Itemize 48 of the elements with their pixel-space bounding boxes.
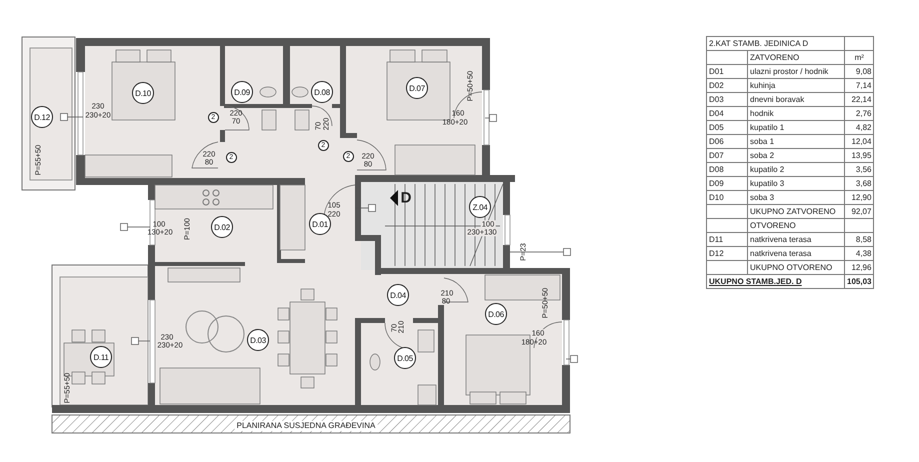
table-cell: 3,68 [844, 176, 874, 190]
table-cell: kuhinja [748, 78, 844, 92]
table-cell: natkrivena terasa [748, 232, 844, 246]
table-cell: natkrivena terasa [748, 246, 844, 260]
table-cell: 4,38 [844, 246, 874, 260]
table-cell: dnevni boravak [748, 92, 844, 106]
neighbour-building-label: PLANIRANA SUSJEDNA GRAĐEVINA [234, 421, 378, 431]
table-cell: hodnik [748, 106, 844, 120]
table-cell: m² [844, 50, 874, 64]
table-cell: D08 [706, 162, 748, 176]
stair-direction-mark: D [400, 190, 412, 206]
table-cell: soba 3 [748, 190, 844, 204]
table-cell: 2.KAT STAMB. JEDINICA D [706, 36, 844, 50]
table-cell: kupatilo 2 [748, 162, 844, 176]
table-cell: soba 2 [748, 148, 844, 162]
table-cell: D05 [706, 120, 748, 134]
table-cell: 8,58 [844, 232, 874, 246]
table-cell: 12,04 [844, 134, 874, 148]
table-cell: OTVORENO [748, 218, 844, 232]
table-cell: D02 [706, 78, 748, 92]
table-cell: D09 [706, 176, 748, 190]
table-cell: D10 [706, 190, 748, 204]
table-cell: D04 [706, 106, 748, 120]
table-cell: 12,90 [844, 190, 874, 204]
table-cell: UKUPNO OTVORENO [748, 260, 844, 274]
table-cell: ZATVORENO [748, 50, 844, 64]
table-cell: UKUPNO ZATVORENO [748, 204, 844, 218]
table-cell: soba 1 [748, 134, 844, 148]
table-cell: kupatilo 3 [748, 176, 844, 190]
table-cell: 4,82 [844, 120, 874, 134]
table-cell: D03 [706, 92, 748, 106]
table-cell: 9,08 [844, 64, 874, 78]
table-cell: 3,56 [844, 162, 874, 176]
table-cell: kupatilo 1 [748, 120, 844, 134]
table-cell: 92,07 [844, 204, 874, 218]
table-cell: 7,14 [844, 78, 874, 92]
table-cell: D12 [706, 246, 748, 260]
table-cell: 2,76 [844, 106, 874, 120]
table-cell: 22,14 [844, 92, 874, 106]
table-cell: D07 [706, 148, 748, 162]
table-cell: D06 [706, 134, 748, 148]
table-cell: 13,95 [844, 148, 874, 162]
table-cell: 105,03 [844, 274, 874, 288]
table-cell: ulazni prostor / hodnik [748, 64, 844, 78]
table-cell: D11 [706, 232, 748, 246]
table-cell: UKUPNO STAMB.JED. D [706, 274, 844, 288]
table-cell: 12,96 [844, 260, 874, 274]
table-cell: D01 [706, 64, 748, 78]
